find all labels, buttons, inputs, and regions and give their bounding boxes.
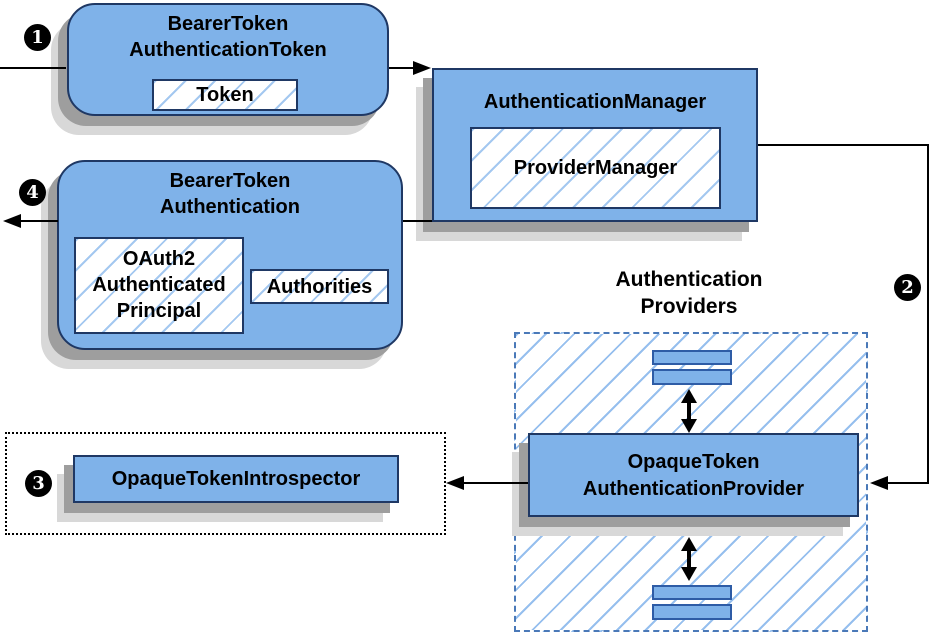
- authorities-box: Authorities: [250, 269, 389, 304]
- provider-placeholder-rect: [652, 369, 732, 385]
- opaque-token-authentication-provider-node: OpaqueToken AuthenticationProvider: [528, 433, 859, 517]
- opaque-token-introspector-node: OpaqueTokenIntrospector: [73, 455, 399, 503]
- arrow-to-authentication-manager: [389, 61, 431, 75]
- step-1-badge: 1: [24, 24, 51, 51]
- bearer-token-authentication-token-title: BearerToken AuthenticationToken: [129, 13, 327, 61]
- provider-manager-label: ProviderManager: [513, 157, 678, 179]
- bearer-token-authentication-title: BearerToken Authentication: [160, 170, 300, 218]
- oauth2-authenticated-principal-label: OAuth2 Authenticated Principal: [92, 248, 226, 322]
- authentication-manager-title: AuthenticationManager: [483, 91, 707, 113]
- authorities-label: Authorities: [266, 275, 373, 298]
- step-4-badge: 4: [19, 179, 46, 206]
- provider-placeholder-rect: [652, 604, 732, 620]
- token-box: Token: [152, 79, 298, 111]
- bearer-token-authentication-token-node: BearerToken AuthenticationToken Token: [67, 3, 389, 116]
- bearer-token-authentication-node: BearerToken Authentication OAuth2 Authen…: [57, 160, 403, 350]
- oauth2-authenticated-principal-box: OAuth2 Authenticated Principal: [74, 237, 244, 334]
- opaque-token-introspector-title: OpaqueTokenIntrospector: [111, 468, 361, 490]
- provider-manager-box: ProviderManager: [470, 127, 721, 209]
- authentication-manager-node: AuthenticationManager ProviderManager: [432, 68, 758, 222]
- step-2-badge: 2: [894, 274, 921, 301]
- opaque-token-authentication-provider-title: OpaqueToken AuthenticationProvider: [582, 451, 805, 500]
- authentication-providers-label: Authentication Providers: [615, 268, 763, 318]
- step-3-badge: 3: [25, 470, 52, 497]
- token-label: Token: [196, 84, 254, 106]
- provider-placeholder-rect: [652, 585, 732, 600]
- provider-placeholder-rect: [652, 350, 732, 365]
